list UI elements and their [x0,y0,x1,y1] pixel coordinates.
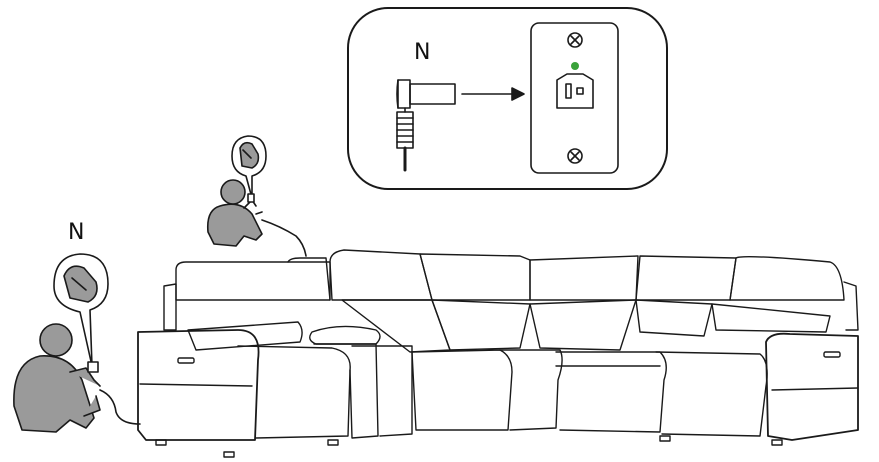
plug-type-label-inset: N [414,40,431,65]
plug-connector-icon [396,79,456,172]
recline-button-right [823,351,841,358]
person-crouching-icon [13,323,101,433]
sectional-sofa [137,249,859,458]
callout-panel [347,7,668,190]
outlet-small-upper [247,193,255,203]
power-cord-lower [99,389,141,425]
wall-outlet-icon [530,22,619,174]
person-crouching-icon [206,179,263,247]
indicator-led [571,62,579,70]
power-cord-upper [261,219,307,257]
connection-arrow [461,87,525,101]
plug-type-label-main: N [68,220,85,245]
hand-plug-zoom-icon [53,253,109,367]
recline-button-left [177,357,195,364]
outlet-small-lower [87,361,99,373]
hand-plug-zoom-icon [231,135,267,199]
